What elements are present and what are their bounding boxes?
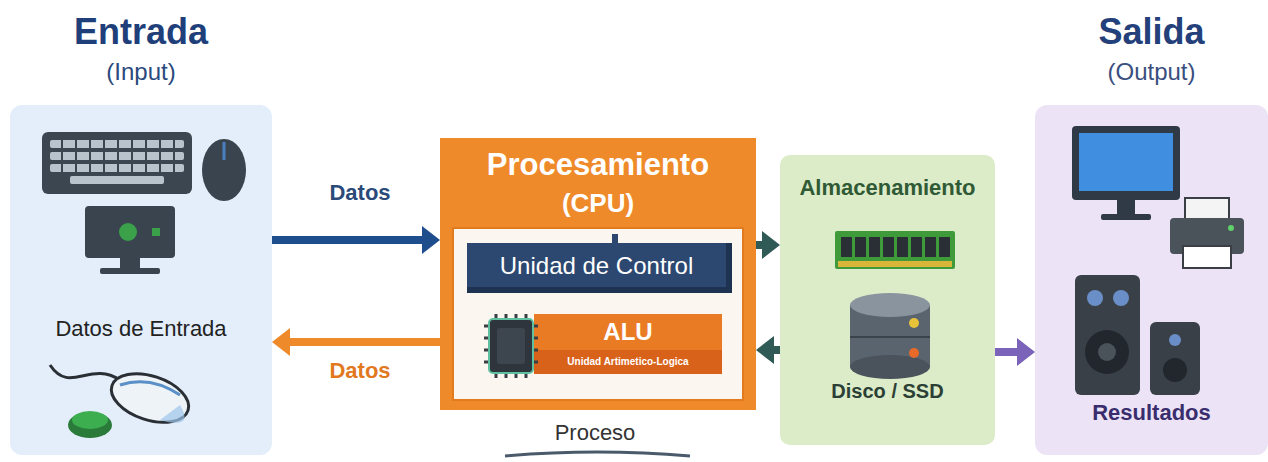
flow-arrow [756,336,780,364]
storage-heading: Almacenamiento [780,175,995,201]
process-label: Proceso [500,420,690,446]
panel-caption: Resultados [1035,400,1268,426]
storage-panel: AlmacenamientoDisco / SSD [780,155,995,445]
cpu-subtitle: (CPU) [440,188,756,219]
control-unit-label: Unidad de Control [467,252,726,281]
cpu-title: Procesamiento [440,146,756,183]
output-panel: Salida (Output) Resultados [1035,0,1268,455]
edge-label: Datos [300,358,420,384]
panel-heading: Salida [1035,10,1268,53]
panel-heading: Entrada [10,10,272,53]
panel-subheading: (Input) [10,58,272,87]
flow-arrow [272,226,440,254]
input-panel: Entrada (Input) Datos de Entrada [10,0,272,455]
panel-subheading: (Output) [1035,58,1268,87]
flow-arrow [272,328,440,356]
edge-label: Datos [300,180,420,206]
cpu-box: Procesamiento (CPU) Unidad de Control ALU… [440,138,756,410]
alu-chip-illustration [482,312,722,380]
flow-arrow [995,338,1035,366]
flow-arrow [756,231,780,259]
panel-caption: Datos de Entrada [10,316,272,342]
alu-box: ALU Unidad Artimetico-Logica [482,312,722,380]
alu-sublabel: Unidad Artimetico-Logica [534,356,722,368]
storage-caption: Disco / SSD [780,379,995,403]
alu-label: ALU [534,318,722,347]
control-unit-box: Unidad de Control [467,243,732,293]
